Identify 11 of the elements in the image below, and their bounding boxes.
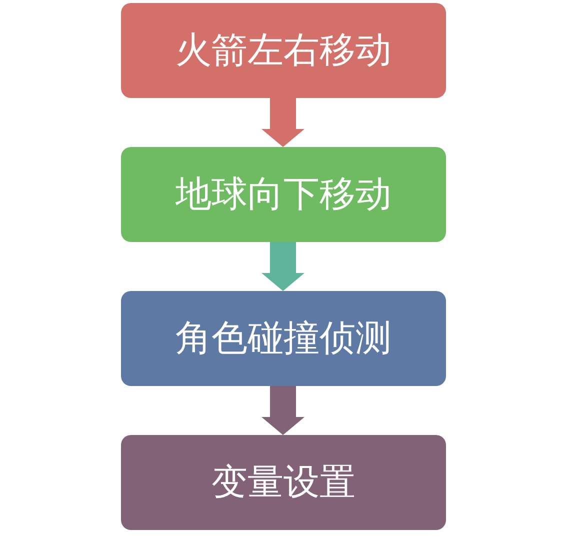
node-label: 角色碰撞侦测	[176, 317, 392, 361]
block-arrow	[262, 386, 304, 435]
node-label: 地球向下移动	[176, 173, 392, 217]
block-arrow	[262, 98, 304, 147]
process-box	[121, 3, 446, 98]
process-box	[121, 147, 446, 242]
block-arrow	[262, 242, 304, 291]
node-label: 火箭左右移动	[176, 29, 392, 73]
process-box	[121, 435, 446, 530]
process-box	[121, 291, 446, 386]
node-label: 变量设置	[212, 461, 356, 505]
